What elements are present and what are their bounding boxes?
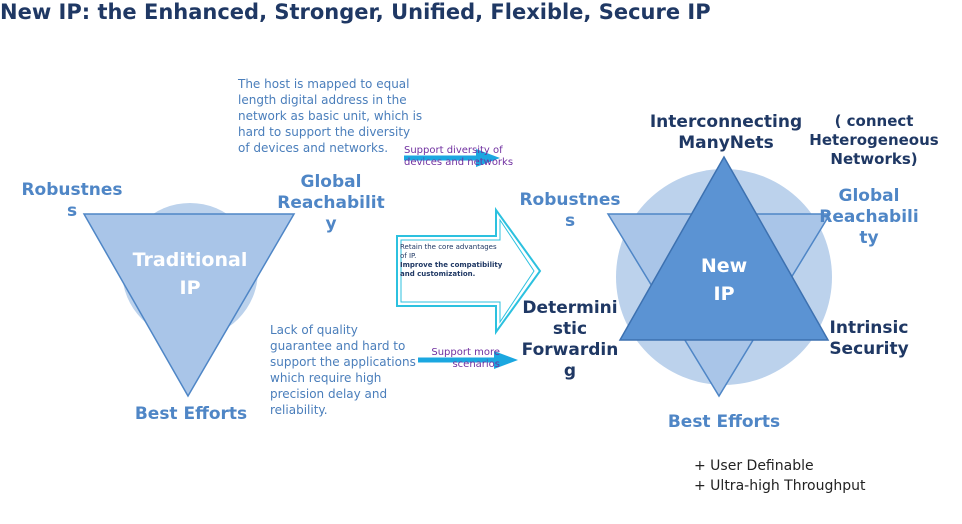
new-ip-label: New IP	[664, 252, 784, 308]
left-best-efforts-label: Best Efforts	[134, 404, 248, 424]
top-note-line-1: The host is mapped to equal	[238, 77, 410, 91]
extra-ultra-high-throughput: + Ultra-high Throughput	[694, 478, 866, 494]
big-arrow-text-line-1: Retain the core advantages	[400, 243, 497, 251]
new-ip-triangle	[618, 155, 830, 341]
traditional-ip-label: Traditional IP	[120, 246, 260, 302]
right-best-efforts-label: Best Efforts	[667, 412, 781, 432]
heterogeneous-line-1: ( connect	[834, 112, 914, 130]
deterministic-line-4: g	[563, 361, 577, 381]
left-robustness-line-2: s	[66, 201, 78, 221]
extra-user-definable: + User Definable	[694, 458, 814, 474]
top-note: The host is mapped to equal length digit…	[238, 76, 428, 156]
deterministic-line-2: stic	[552, 319, 588, 339]
bottom-note-line-3: support the applications	[270, 355, 416, 369]
bottom-note: Lack of quality guarantee and hard to su…	[270, 322, 420, 418]
right-robustness-line-1: Robustnes	[519, 190, 621, 210]
traditional-ip-line-2: IP	[179, 277, 201, 299]
top-note-line-2: length digital address in the	[238, 93, 407, 107]
right-global-line-1: Global	[838, 186, 900, 206]
new-ip-line-2: IP	[713, 283, 735, 305]
bottom-arrow-label: Support more scenarios	[420, 347, 500, 371]
left-global-line-3: y	[325, 214, 337, 234]
intrinsic-security-label: Intrinsic Security	[820, 318, 918, 360]
top-note-line-5: of devices and networks.	[238, 141, 389, 155]
bottom-arrow-label-line-2: scenarios	[452, 359, 500, 370]
deterministic-line-3: Forwardin	[521, 340, 619, 360]
left-robustness-label: Robustnes s	[20, 180, 124, 222]
top-arrow-head	[476, 149, 500, 167]
left-global-reachability-label: Global Reachabilit y	[268, 172, 394, 235]
left-robustness-line-1: Robustnes	[21, 180, 123, 200]
traditional-ip-triangle	[82, 213, 296, 398]
bottom-note-line-4: which require high	[270, 371, 382, 385]
right-global-line-3: ty	[859, 228, 879, 248]
bottom-note-line-6: reliability.	[270, 403, 328, 417]
security-line-2: Security	[829, 339, 909, 359]
top-arrow-label-line-2: devices and networks	[404, 157, 514, 168]
top-arrow-label-line-1: Support diversity of	[404, 145, 503, 156]
security-line-1: Intrinsic	[829, 318, 909, 338]
left-global-line-1: Global	[300, 172, 362, 192]
page-title: New IP: the Enhanced, Stronger, Unified,…	[0, 0, 711, 24]
deterministic-forwarding-label: Determini stic Forwardin g	[514, 298, 626, 382]
bottom-note-line-5: precision delay and	[270, 387, 388, 401]
heterogeneous-line-3: Networks)	[830, 150, 918, 168]
bottom-note-line-2: guarantee and hard to	[270, 339, 406, 353]
top-note-line-4: hard to support the diversity	[238, 125, 411, 139]
right-robustness-line-2: s	[564, 211, 576, 231]
right-global-line-2: Reachabili	[819, 207, 919, 227]
big-arrow-text-line-4: and customization.	[400, 270, 476, 278]
right-global-reachability-label: Global Reachabili ty	[812, 186, 926, 249]
left-global-line-2: Reachabilit	[277, 193, 385, 213]
new-ip-line-1: New	[700, 255, 748, 277]
interconnecting-line-1: Interconnecting	[649, 112, 803, 132]
interconnecting-manynets-label: Interconnecting ManyNets	[640, 112, 812, 154]
interconnecting-line-2: ManyNets	[678, 133, 774, 153]
big-arrow-text-line-2: of IP.	[400, 252, 417, 260]
bottom-arrow-label-line-1: Support more	[431, 347, 500, 358]
bottom-arrow-head	[494, 351, 518, 369]
heterogeneous-networks-label: ( connect Heterogeneous Networks)	[800, 112, 948, 169]
big-arrow-text: Retain the core advantages of IP. Improv…	[400, 243, 512, 279]
big-arrow-text-line-3: Improve the compatibility	[400, 261, 503, 269]
deterministic-line-1: Determini	[522, 298, 618, 318]
extra-capabilities: + User Definable + Ultra-high Throughput	[694, 456, 924, 496]
traditional-ip-line-1: Traditional	[132, 249, 248, 271]
right-robustness-label: Robustnes s	[516, 190, 624, 232]
bottom-note-line-1: Lack of quality	[270, 323, 358, 337]
top-arrow-label: Support diversity of devices and network…	[404, 145, 524, 169]
top-note-line-3: network as basic unit, which is	[238, 109, 423, 123]
heterogeneous-line-2: Heterogeneous	[809, 131, 939, 149]
big-arrow-inner-outline	[400, 218, 535, 324]
